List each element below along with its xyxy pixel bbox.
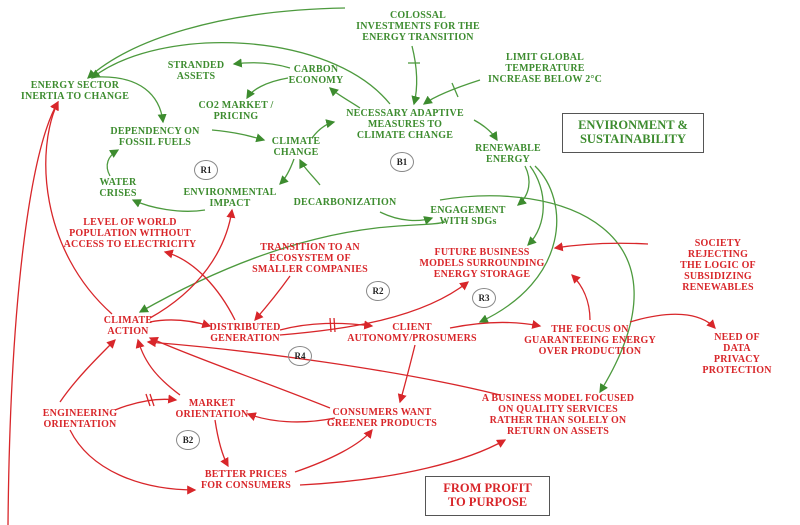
link-adaptive-renewable: [473, 119, 498, 142]
link-prosumers-focus: [449, 320, 542, 329]
node-society-rejecting: SOCIETY REJECTING THE LOGIC OF SUBSIDIZI…: [680, 238, 756, 293]
node-client-autonomy: CLIENT AUTONOMY/PROSUMERS: [347, 322, 477, 344]
link-betterprices-greener: [294, 428, 373, 473]
link-market-betterprices: [214, 419, 229, 468]
node-environmental-impact: ENVIRONMENTAL IMPACT: [183, 187, 277, 209]
delay-mark: [145, 393, 155, 407]
link-distributed-worldpop: [163, 249, 236, 321]
link-engineering-market: [114, 394, 178, 411]
link-engineering-climateaction: [59, 339, 116, 403]
link-climateaction-inertia: [7, 100, 59, 525]
delay-mark: [451, 82, 459, 98]
node-renewable-energy: RENEWABLE ENERGY: [475, 143, 541, 165]
node-market-orientation: MARKET ORIENTATION: [175, 398, 249, 420]
link-transition-distributed: [254, 275, 291, 321]
node-limit-global-temperature: LIMIT GLOBAL TEMPERATURE INCREASE BELOW …: [487, 52, 603, 85]
link-focus-privacy: [629, 313, 716, 329]
link-market-climateaction: [135, 338, 181, 396]
node-future-business-models: FUTURE BUSINESS MODELS SURROUNDING ENERG…: [419, 247, 545, 280]
node-co2-market: CO2 MARKET / PRICING: [198, 100, 274, 122]
link-prosumers-greener: [397, 344, 416, 404]
link-climate-adaptive: [311, 119, 336, 139]
link-greener-market: [246, 412, 336, 423]
loop-r2: R2: [366, 281, 390, 301]
link-climateaction-inertia-2: [45, 100, 113, 315]
node-dependency-fossil-fuels: DEPENDENCY ON FOSSIL FUELS: [110, 126, 200, 148]
link-envimpact-water: [131, 199, 206, 212]
loop-b2: B2: [176, 430, 200, 450]
node-water-crises: WATER CRISES: [99, 177, 137, 199]
loop-r3: R3: [472, 288, 496, 308]
node-transition-smaller-companies: TRANSITION TO AN ECOSYSTEM OF SMALLER CO…: [252, 242, 368, 275]
node-data-privacy: NEED OF DATA PRIVACY PROTECTION: [702, 332, 772, 376]
node-energy-sector-inertia: ENERGY SECTOR INERTIA TO CHANGE: [20, 80, 130, 102]
link-renewable-prosumers: [478, 165, 558, 323]
node-quality-business-model: A BUSINESS MODEL FOCUSED ON QUALITY SERV…: [481, 393, 635, 437]
link-society-futurebm: [553, 242, 649, 252]
section-profit-to-purpose: FROM PROFIT TO PURPOSE: [425, 476, 550, 516]
node-engineering-orientation: ENGINEERING ORIENTATION: [42, 408, 118, 430]
link-greener-climateaction: [148, 336, 331, 409]
loop-r1: R1: [194, 160, 218, 180]
link-distributed-futurebm: [279, 281, 470, 336]
node-world-population: LEVEL OF WORLD POPULATION WITHOUT ACCESS…: [63, 217, 197, 250]
link-climate-envimpact: [279, 158, 295, 185]
link-limit-adaptive: [422, 79, 481, 105]
link-climateaction-distributed: [149, 319, 212, 329]
link-inertia-dependency: [95, 76, 167, 124]
node-climate-action: CLIMATE ACTION: [103, 315, 153, 337]
node-decarbonization: DECARBONIZATION: [293, 197, 397, 208]
link-renewable-sdgs: [517, 165, 530, 206]
link-carbon-stranded: [232, 58, 291, 69]
link-dependency-climate: [211, 129, 266, 143]
link-colossal-inertia: [87, 7, 346, 79]
loop-b1: B1: [390, 152, 414, 172]
link-engineering-betterprices: [69, 429, 197, 495]
node-distributed-generation: DISTRIBUTED GENERATION: [209, 322, 281, 344]
link-focus-futurebm: [571, 274, 591, 321]
link-decarb-sdgs: [379, 211, 434, 225]
section-environment-sustainability: ENVIRONMENT & SUSTAINABILITY: [562, 113, 704, 153]
node-carbon-economy: CARBON ECONOMY: [288, 64, 344, 86]
loop-r4: R4: [288, 346, 312, 366]
link-adaptive-carbon: [329, 87, 361, 109]
link-adaptive-inertia: [90, 42, 391, 105]
node-focus-guaranteeing-energy: THE FOCUS ON GUARANTEEING ENERGY OVER PR…: [524, 324, 656, 357]
node-stranded-assets: STRANDED ASSETS: [167, 60, 225, 82]
node-consumers-greener: CONSUMERS WANT GREENER PRODUCTS: [326, 407, 438, 429]
link-quality-climateaction: [146, 338, 501, 396]
link-climateaction-envimpact: [149, 208, 236, 319]
link-decarb-climate: [299, 158, 321, 186]
node-engagement-sdgs: ENGAGEMENT WITH SDGs: [430, 205, 506, 227]
link-carbon-co2: [246, 77, 289, 100]
link-water-dependency: [106, 149, 120, 177]
link-betterprices-quality: [299, 439, 507, 486]
link-sdgs-quality: [439, 195, 635, 394]
node-adaptive-measures: NECESSARY ADAPTIVE MEASURES TO CLIMATE C…: [346, 108, 464, 141]
link-renewable-futurebm: [527, 165, 544, 246]
node-climate-change: CLIMATE CHANGE: [271, 136, 321, 158]
link-colossal-adaptive: [411, 45, 421, 106]
link-sdgs-climateaction: [138, 221, 446, 313]
node-better-prices: BETTER PRICES FOR CONSUMERS: [200, 469, 292, 491]
node-colossal-investments: COLOSSAL INVESTMENTS FOR THE ENERGY TRAN…: [356, 10, 480, 43]
